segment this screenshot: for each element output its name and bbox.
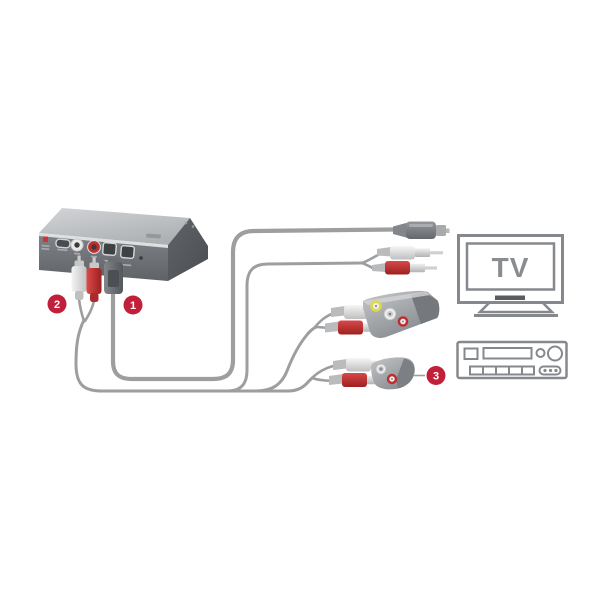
plug-pin [77, 255, 81, 262]
strain-relief [75, 291, 84, 300]
strain-relief [333, 359, 347, 370]
receiver-chassis [456, 340, 568, 380]
device-front-ports [41, 236, 143, 267]
av-adapter-3jack [363, 290, 440, 338]
adapter-end-cap [411, 292, 440, 324]
reset-hole [139, 256, 143, 260]
rca-coupler-adapter [371, 357, 425, 390]
tv-screen-label: TV [492, 252, 530, 283]
tv-icon: TV [457, 234, 564, 317]
tv-stand-neck [476, 302, 556, 314]
callout-1-badge: 1 [123, 295, 143, 315]
optical-port-in [102, 241, 117, 257]
receiver-power-button [463, 347, 479, 360]
receiver-jack-cluster [538, 365, 562, 376]
jack-red-hole [391, 378, 393, 380]
red-plug-body [338, 320, 363, 335]
jack-white-hole [380, 368, 382, 370]
white-rca-plug [71, 255, 87, 300]
red-plug-body [342, 373, 367, 387]
toslink-connector-end [393, 221, 450, 239]
vent-hole [191, 225, 195, 228]
rca-pair-top [372, 246, 443, 275]
red-plug-body [385, 261, 410, 275]
optical-toslink-plug [104, 258, 123, 294]
plug-grip [108, 270, 119, 287]
optical-cable-path [110, 227, 397, 382]
device-side-face [168, 218, 208, 281]
callout-3-badge: 3 [426, 366, 446, 385]
red-plug-tip [410, 263, 425, 273]
plug-pin [92, 257, 96, 264]
tv-frame [457, 234, 564, 304]
receiver-display [482, 347, 533, 360]
usb-port [55, 238, 71, 249]
callout-circle [47, 294, 67, 314]
optical-port-out [120, 244, 135, 260]
plug-tip [89, 262, 99, 270]
strain-relief [90, 293, 99, 302]
connector-boot [393, 222, 408, 238]
tv-speaker-dash [495, 295, 525, 300]
red-plug-cable [83, 299, 96, 323]
strain-relief [331, 306, 345, 317]
white-plug-pin [430, 251, 443, 255]
red-plug-pin [425, 266, 437, 270]
callout-number: 2 [54, 299, 60, 311]
strain-relief [372, 263, 386, 272]
receiver-button-row [469, 365, 535, 376]
bottom-y-red [310, 376, 333, 383]
callout-2-badge: 2 [47, 294, 67, 314]
vent-hole [184, 221, 188, 225]
callout-circle [123, 295, 143, 315]
tv-screen [465, 242, 556, 291]
connector-highlight [409, 224, 433, 227]
receiver-small-knob [535, 348, 546, 358]
side-ridge [146, 233, 161, 239]
rca-jack-white-hole [74, 242, 80, 248]
device-front-edge [39, 233, 168, 249]
white-plug-cable [77, 297, 86, 323]
rca-jack-red-hole [91, 244, 97, 250]
jack-white-hole [388, 312, 392, 316]
mid-branch-path [148, 325, 318, 393]
receiver-volume-knob [547, 345, 563, 362]
bottom-y-white [310, 364, 337, 380]
strain-relief [329, 374, 343, 385]
strain-relief [325, 321, 339, 333]
white-plug-body [344, 305, 369, 319]
coupler-end [396, 358, 415, 389]
connector-nub [446, 228, 450, 233]
white-plug-body [346, 358, 371, 372]
jack-red-hole [402, 320, 404, 323]
jack-yellow-hole [374, 304, 378, 308]
white-plug-tip [415, 248, 430, 257]
strain-relief [377, 247, 391, 257]
plug-body [86, 268, 102, 294]
power-led [43, 236, 48, 242]
white-plug-body [390, 246, 415, 260]
callout-number: 1 [130, 300, 136, 312]
plug-body [71, 266, 87, 292]
callout-number: 3 [433, 371, 439, 383]
pair-y-white [360, 253, 381, 265]
audio-converter-device [39, 208, 208, 302]
connector-tip [436, 225, 446, 236]
receiver-icon [456, 340, 568, 380]
plug-tip [74, 260, 84, 268]
cables [74, 227, 397, 393]
callout-circle [426, 366, 446, 385]
red-rca-plug [86, 257, 102, 302]
